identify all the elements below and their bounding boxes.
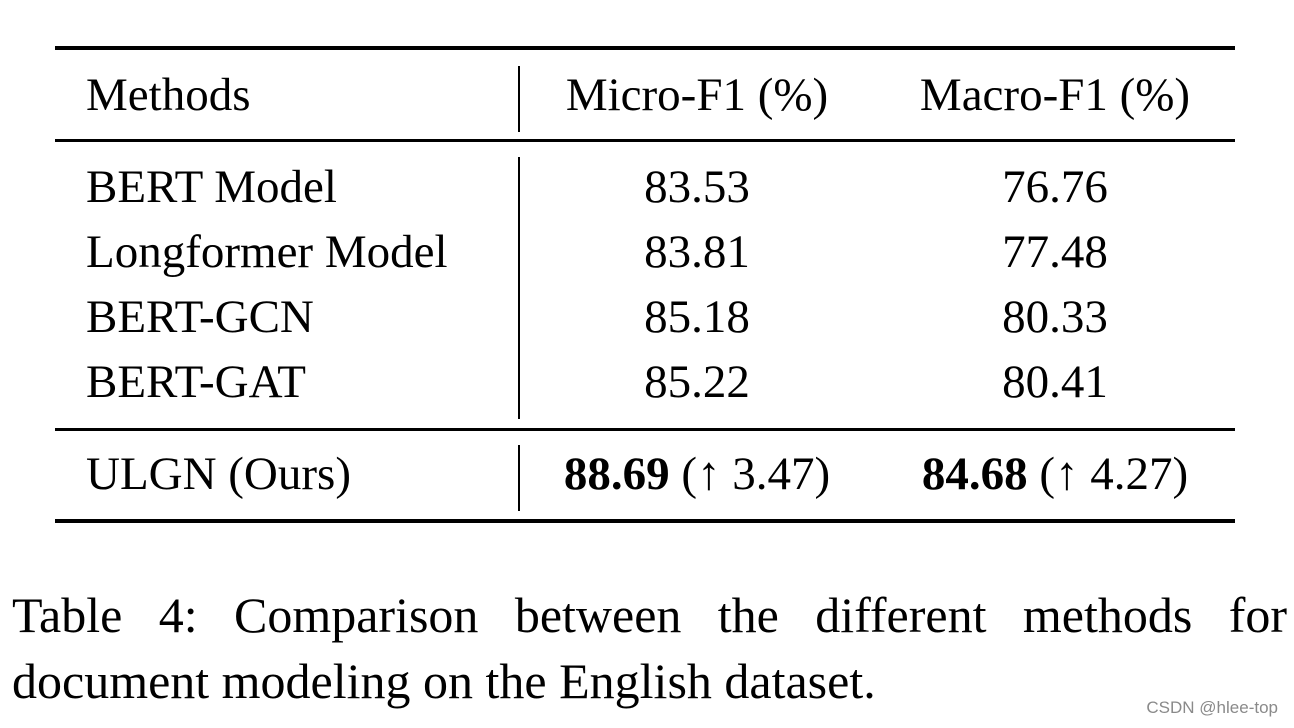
ours-micro: 88.69 (↑ 3.47) bbox=[519, 451, 875, 498]
header-methods: Methods bbox=[86, 69, 251, 121]
table-row-macro: 80.33 bbox=[1002, 291, 1108, 343]
table-row-method: BERT-GCN bbox=[86, 291, 314, 343]
table-bottom-rule bbox=[55, 519, 1235, 523]
ours-micro-value: 88.69 bbox=[563, 448, 670, 500]
table-row-method: BERT-GAT bbox=[86, 356, 307, 408]
table-row-micro: 85.18 bbox=[644, 291, 750, 343]
table-row-micro: 85.22 bbox=[644, 356, 750, 408]
table-header-rule bbox=[55, 139, 1235, 142]
table-row-macro: 76.76 bbox=[1002, 161, 1108, 213]
ours-macro: 84.68 (↑ 4.27) bbox=[875, 451, 1235, 498]
ours-macro-value: 84.68 bbox=[921, 448, 1028, 500]
header-macro-f1: Macro-F1 (%) bbox=[919, 69, 1191, 121]
table-top-rule bbox=[55, 46, 1235, 50]
table-row-method: BERT Model bbox=[86, 161, 337, 213]
table-mid-rule bbox=[55, 428, 1235, 431]
table-row-method: Longformer Model bbox=[86, 226, 448, 278]
ours-micro-gain: (↑ 3.47) bbox=[669, 448, 831, 500]
column-separator-body bbox=[518, 157, 520, 419]
table-row-micro: 83.53 bbox=[644, 161, 750, 213]
ours-macro-gain: (↑ 4.27) bbox=[1027, 448, 1189, 500]
header-micro-f1: Micro-F1 (%) bbox=[565, 69, 829, 121]
column-separator-header bbox=[518, 66, 520, 132]
table-row-micro: 83.81 bbox=[644, 226, 750, 278]
caption-line-2: document modeling on the English dataset… bbox=[12, 653, 876, 709]
table-caption: Table 4: Comparison between the differen… bbox=[12, 582, 1287, 714]
caption-line-1: Table 4: Comparison between the differen… bbox=[12, 587, 1287, 643]
table-row-macro: 77.48 bbox=[1002, 226, 1108, 278]
watermark: CSDN @hlee-top bbox=[1146, 698, 1278, 717]
column-separator-ours bbox=[518, 445, 520, 511]
ours-method: ULGN (Ours) bbox=[86, 448, 351, 500]
table-row-macro: 80.41 bbox=[1002, 356, 1108, 408]
